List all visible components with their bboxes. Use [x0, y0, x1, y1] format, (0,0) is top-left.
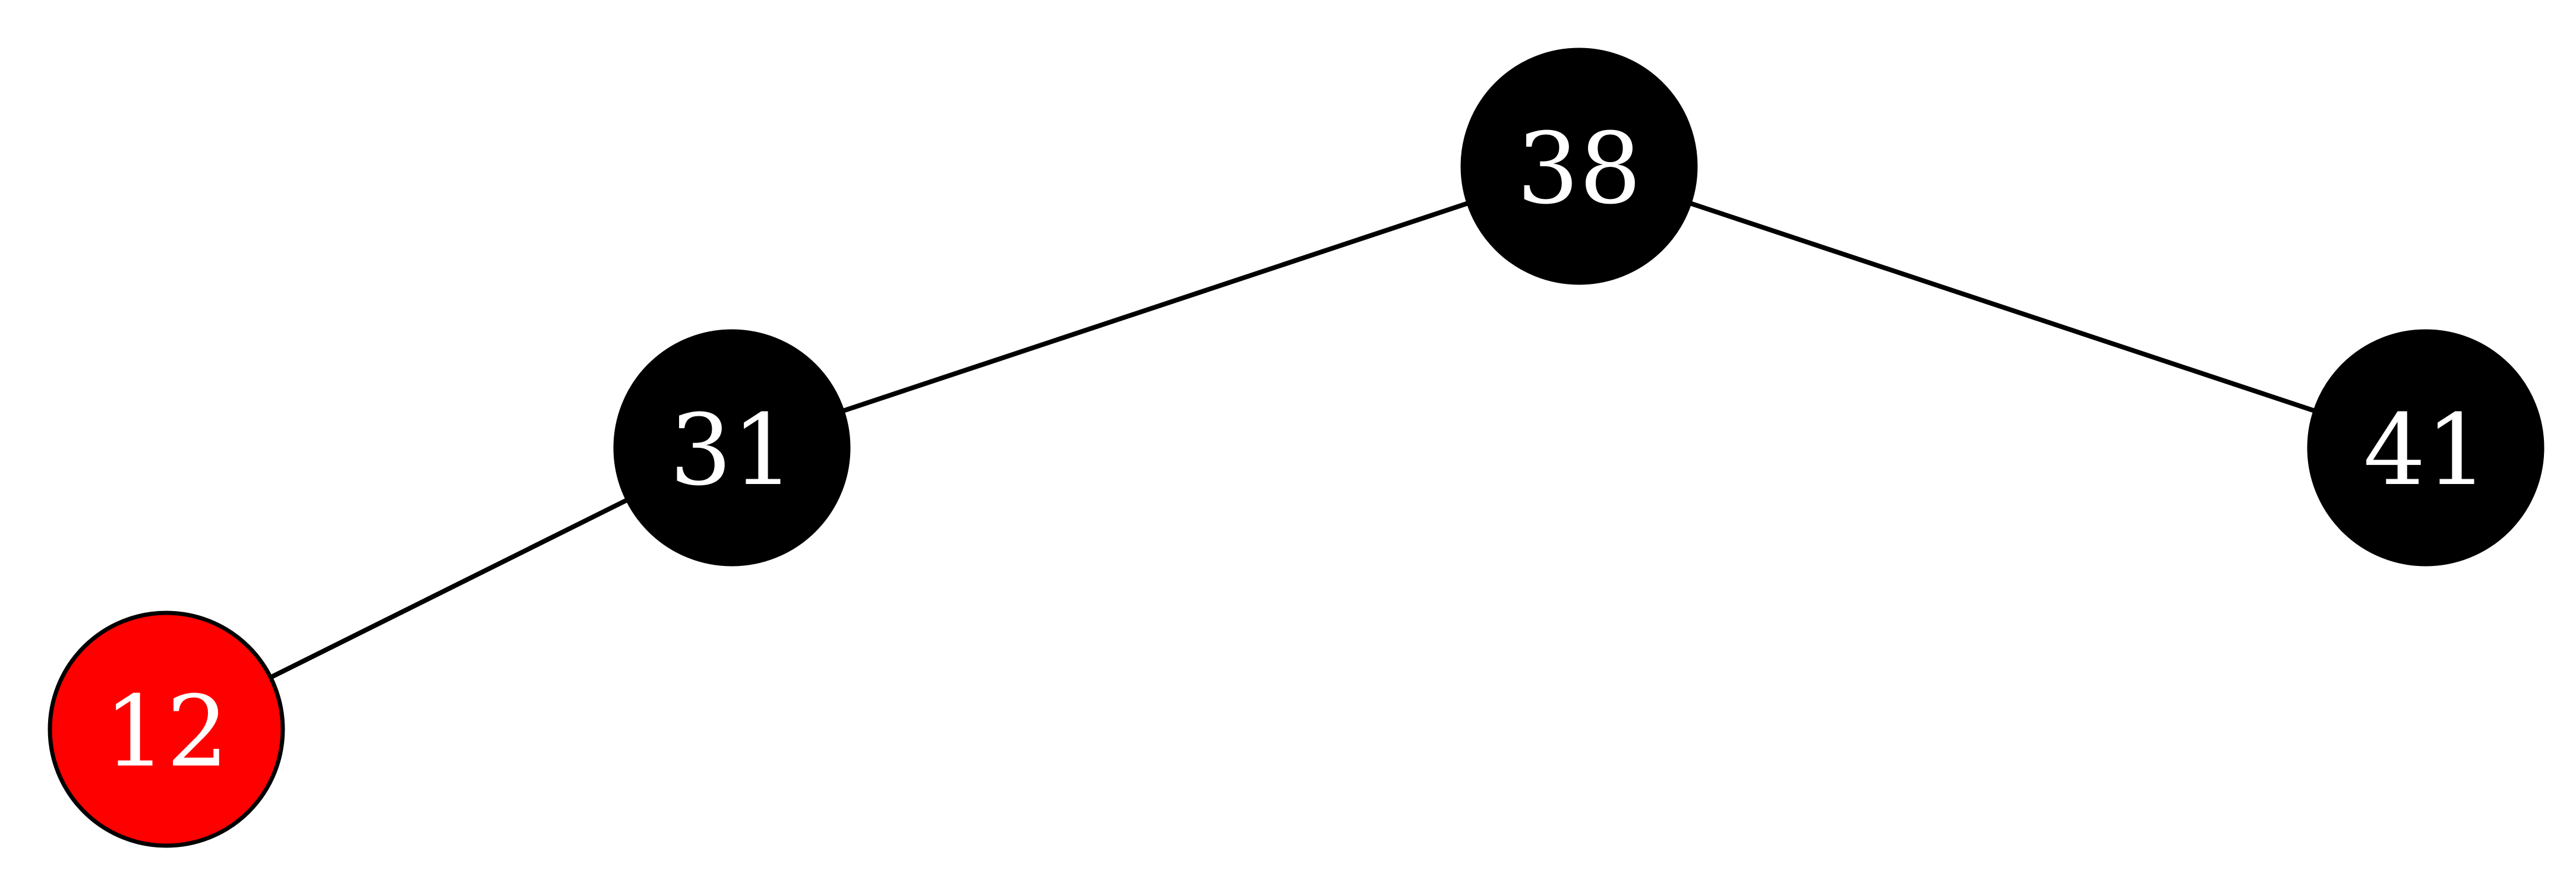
edge-n38-n41 [1577, 164, 2428, 450]
nodes-layer: 38 31 41 12 [48, 48, 2545, 848]
tree-node-31: 31 [613, 329, 851, 567]
node-circle-black [2307, 329, 2545, 567]
edges-layer [164, 164, 2428, 732]
tree-node-41: 41 [2307, 329, 2545, 567]
edge-n38-n31 [730, 164, 1581, 450]
tree-node-38: 38 [1460, 48, 1698, 285]
tree-node-12: 12 [48, 611, 285, 848]
node-label: 41 [2363, 393, 2488, 507]
node-circle-black [613, 329, 851, 567]
node-label: 12 [104, 675, 229, 789]
node-circle-black [1460, 48, 1698, 285]
node-label: 38 [1517, 112, 1641, 226]
node-label: 31 [670, 393, 794, 507]
node-circle-red [48, 611, 285, 848]
